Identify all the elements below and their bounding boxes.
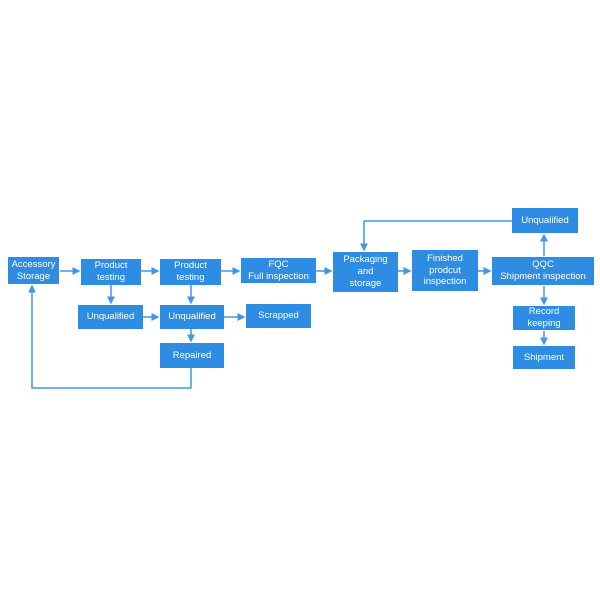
edge-unqualified-shipment-to-packaging (360, 220, 512, 252)
node-accessory-storage: Accessory Storage (8, 257, 59, 284)
node-unqualified-2: Unqualified (160, 305, 224, 329)
node-scrapped: Scrapped (246, 304, 311, 328)
node-fqc-full-inspection: FQC Full inspection (241, 258, 316, 283)
node-product-testing-1: Product testing (81, 259, 141, 285)
node-qqc-shipment-inspection: QQC Shipment inspection (492, 257, 594, 285)
node-product-testing-2: Product testing (160, 259, 221, 285)
edge-repaired-to-accessory (28, 284, 192, 389)
node-unqualified-shipment: Unqualified (512, 208, 578, 233)
node-packaging-and-storage: Packaging and storage (333, 252, 398, 292)
node-shipment: Shipment (513, 346, 575, 369)
node-record-keeping: Record keeping (513, 306, 575, 330)
node-unqualified-1: Unqualified (78, 305, 143, 329)
node-finished-product-inspection: Finished prodcut inspection (412, 250, 478, 291)
node-repaired: Repaired (160, 343, 224, 368)
